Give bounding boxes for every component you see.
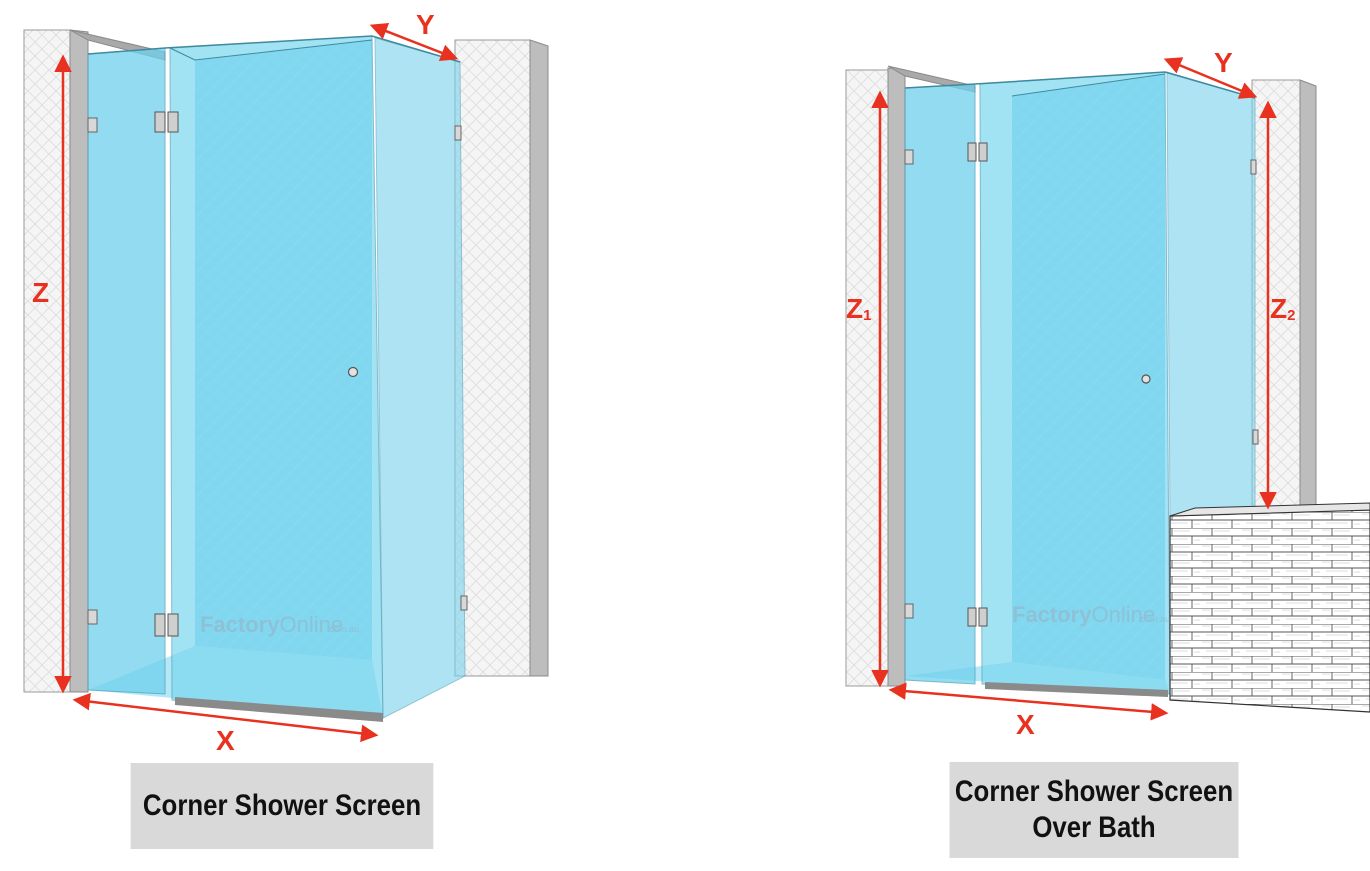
left-x-dimension — [72, 692, 379, 743]
right-z2-label: Z2 — [1270, 293, 1295, 324]
left-y-dimension — [369, 22, 459, 62]
bath-tub — [1169, 502, 1370, 713]
left-caption: Corner Shower Screen — [130, 763, 434, 849]
svg-text:.com.au: .com.au — [327, 624, 359, 634]
svg-text:FactoryOnline: FactoryOnline — [1012, 602, 1155, 627]
right-y-dimension — [1163, 57, 1258, 99]
right-caption-text: Corner Shower Screen Over Bath — [955, 774, 1233, 846]
right-z1-label: Z1 — [846, 293, 871, 324]
svg-text:Z2: Z2 — [1270, 293, 1295, 324]
right-wall — [454, 39, 549, 677]
right-x-label: X — [1016, 709, 1035, 740]
left-x-label: X — [216, 725, 235, 756]
svg-text:.com.au: .com.au — [1138, 614, 1170, 624]
right-caption-line1: Corner Shower Screen — [954, 775, 1234, 808]
left-corner-shower: Z X Y FactoryOnline .com.au — [23, 9, 549, 756]
left-caption-text: Corner Shower Screen — [142, 789, 422, 822]
right-x-dimension — [888, 682, 1169, 721]
bath-glass-enclosure — [904, 71, 1259, 697]
right-caption-line2: Over Bath — [1032, 811, 1156, 844]
right-watermark: FactoryOnline .com.au — [1012, 602, 1170, 627]
right-caption: Corner Shower Screen Over Bath — [949, 762, 1239, 858]
left-watermark: FactoryOnline .com.au — [200, 612, 359, 637]
right-y-label: Y — [1214, 47, 1233, 78]
left-z-label: Z — [32, 277, 49, 308]
left-y-label: Y — [416, 9, 435, 40]
svg-text:FactoryOnline: FactoryOnline — [200, 612, 343, 637]
svg-text:Z1: Z1 — [846, 293, 871, 324]
right-corner-shower-over-bath: Z1 Z2 X Y FactoryOnline .com.au — [845, 47, 1370, 740]
